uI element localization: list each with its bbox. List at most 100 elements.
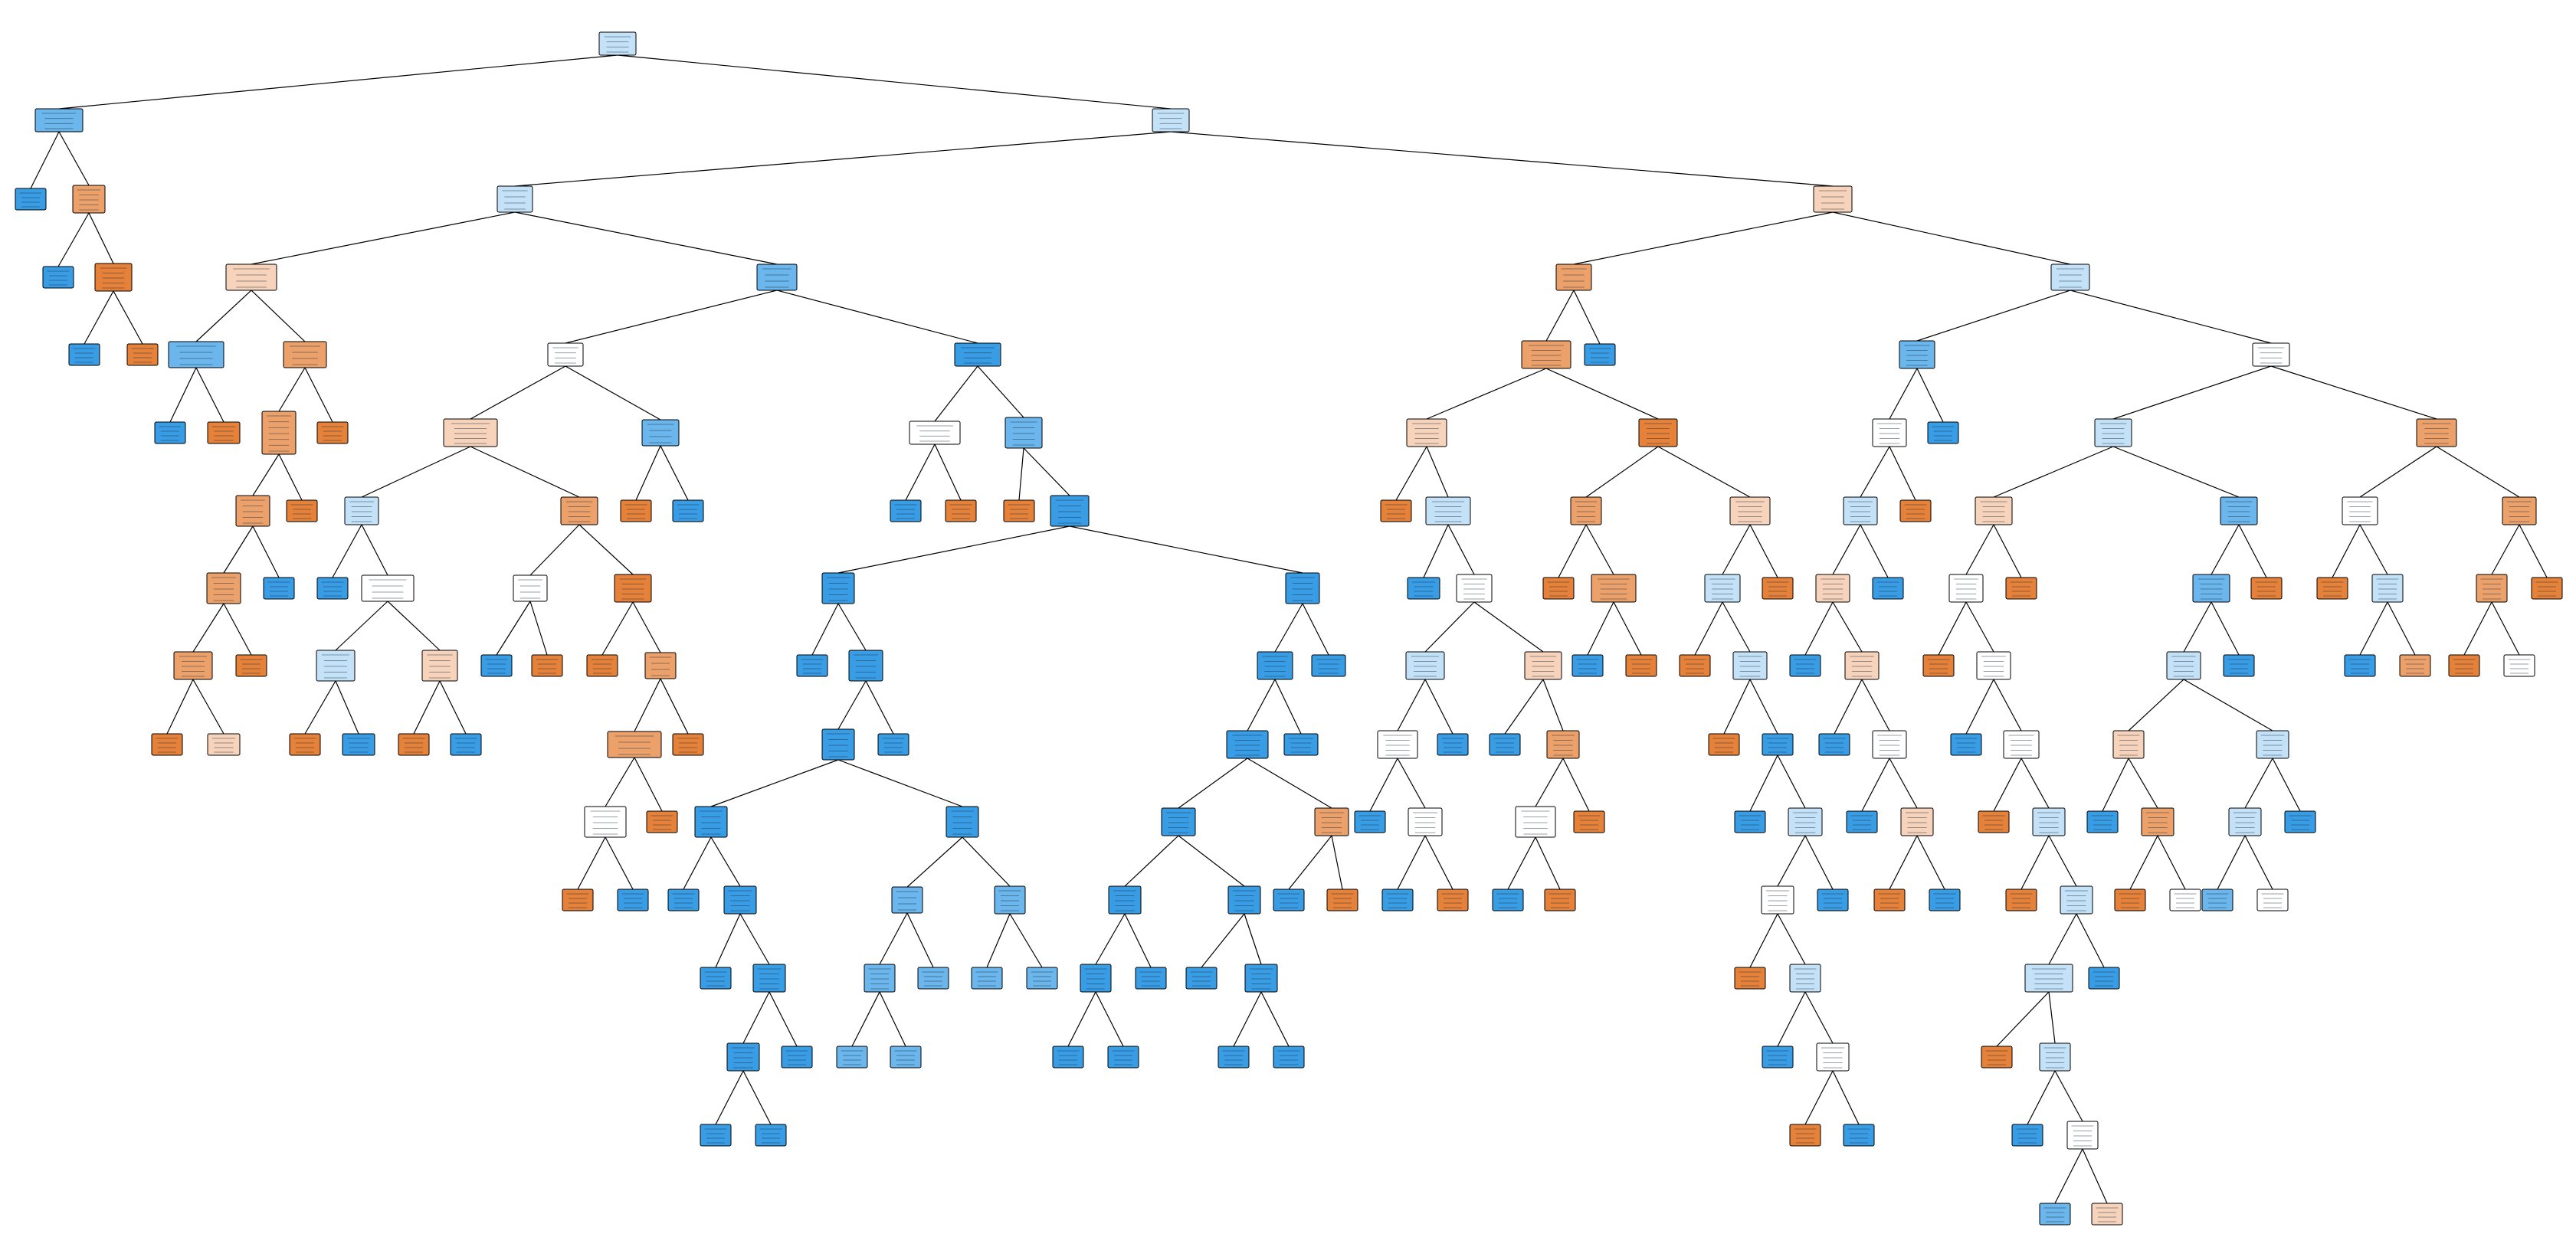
tree-node (2032, 807, 2066, 836)
tree-node (644, 652, 677, 679)
tree-node-box (2066, 1121, 2099, 1150)
tree-node (1050, 495, 1090, 527)
tree-node (261, 411, 297, 455)
tree-node-box (1026, 967, 1058, 990)
tree-edge (2112, 446, 2240, 498)
tree-edge (2359, 446, 2437, 498)
tree-node-box (1227, 885, 1261, 915)
tree-edge (837, 680, 867, 730)
tree-edge (1965, 679, 1994, 735)
tree-edge (1124, 835, 1179, 887)
tree-node-box (1285, 572, 1320, 604)
tree-node (1929, 889, 1961, 911)
tree-node-box (1899, 499, 1932, 522)
tree-node (2114, 889, 2146, 911)
tree-edge (1832, 524, 1861, 575)
tree-edge (710, 836, 741, 887)
tree-node (398, 733, 430, 756)
tree-node (1927, 421, 1959, 444)
tree-node-box (1761, 885, 1794, 915)
tree-node-box (1546, 730, 1580, 759)
tree-node-box (2141, 807, 2175, 836)
tree-node-box (2256, 889, 2289, 911)
tree-node-box (607, 731, 662, 758)
tree-edge (2157, 835, 2186, 890)
tree-node (755, 1124, 787, 1147)
tree-node-box (72, 185, 106, 214)
tree-node (607, 731, 662, 758)
tree-node (1273, 1046, 1305, 1069)
tree-edge (2359, 524, 2388, 575)
tree-node (2011, 1124, 2043, 1147)
tree-node-box (917, 967, 949, 990)
tree-node (2371, 574, 2404, 603)
tree-node-box (316, 650, 356, 682)
tree-edge (837, 759, 963, 807)
tree-node-box (2169, 889, 2201, 911)
tree-node (207, 421, 241, 444)
tree-node-box (1922, 654, 1955, 677)
tree-edge (1804, 991, 1834, 1044)
tree-node-box (235, 654, 267, 677)
tree-node (1226, 730, 1269, 759)
tree-node (206, 572, 241, 604)
tree-node (1815, 574, 1850, 603)
tree-node-box (2003, 730, 2040, 759)
tree-edge (879, 991, 906, 1047)
tree-nodes (15, 31, 2563, 1226)
tree-node-box (1226, 730, 1269, 759)
tree-node (1789, 1124, 1821, 1147)
tree-node (891, 886, 923, 914)
tree-node-box (821, 728, 855, 761)
tree-edge (2436, 446, 2520, 498)
tree-node (672, 733, 704, 756)
tree-node-box (1003, 499, 1035, 522)
tree-node-box (531, 654, 563, 677)
tree-node (1405, 651, 1445, 680)
tree-edge (1558, 524, 1587, 578)
tree-edge (1889, 835, 1918, 890)
tree-node-box (1872, 577, 1904, 600)
tree-edge (1938, 601, 1967, 656)
tree-node (1789, 964, 1821, 993)
tree-node-box (2112, 730, 2145, 759)
tree-node (2003, 730, 2040, 759)
tree-node (2005, 889, 2037, 911)
tree-edge (2332, 524, 2361, 578)
tree-node (586, 654, 618, 677)
tree-node-box (1789, 1124, 1821, 1147)
tree-edge (361, 524, 388, 576)
tree-node (1555, 263, 1592, 291)
tree-edge (837, 603, 867, 651)
tree-node-box (1734, 810, 1766, 833)
tree-edge (1170, 131, 1834, 187)
tree-node-box (584, 806, 627, 838)
tree-edge (1694, 601, 1723, 656)
tree-node (796, 654, 828, 677)
tree-node-box (1570, 496, 1602, 525)
tree-node-box (1152, 108, 1190, 133)
tree-edge (1573, 211, 1834, 265)
tree-edge (2244, 758, 2273, 809)
tree-node-box (1813, 185, 1853, 213)
tree-edge (1023, 447, 1070, 496)
tree-node (1817, 889, 1849, 911)
tree-edge (1447, 524, 1475, 575)
tree-node-box (946, 806, 979, 838)
tree-node (562, 889, 594, 911)
tree-node (726, 1042, 760, 1072)
tree-node-box (1729, 496, 1771, 525)
tree-node-box (2220, 496, 2258, 525)
tree-edge (879, 912, 908, 965)
tree-node (700, 1124, 732, 1147)
tree-node-box (1927, 421, 1959, 444)
tree-node-box (42, 266, 74, 289)
tree-node (1950, 733, 1982, 756)
tree-node (836, 1046, 868, 1069)
tree-edge (1426, 368, 1547, 420)
tree-edge (632, 601, 661, 653)
tree-node (1981, 1046, 2013, 1069)
tree-edge (1302, 603, 1329, 656)
tree-node (361, 574, 415, 602)
tree-node (1406, 418, 1447, 447)
